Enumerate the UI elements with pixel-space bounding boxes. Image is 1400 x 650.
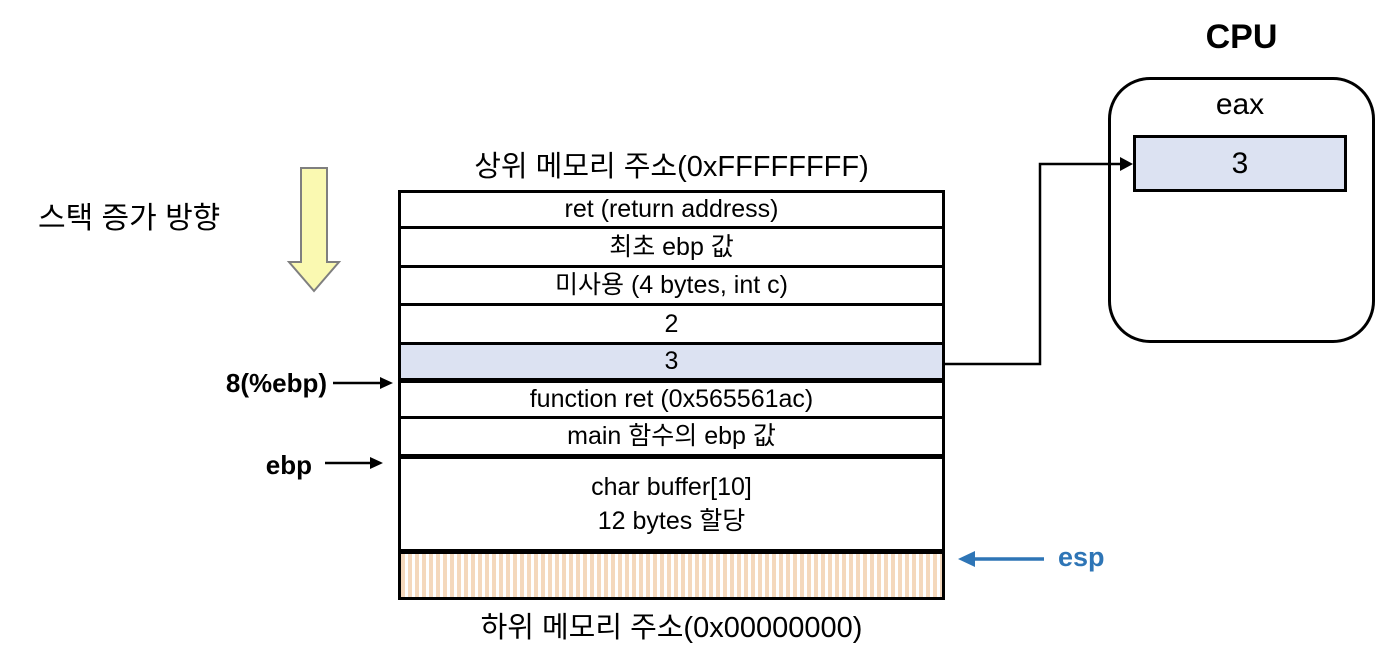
ebp-offset-pointer-arrowhead (380, 377, 393, 389)
stack-row-arg-3-highlighted: 3 (401, 345, 942, 383)
stack-row-buffer: char buffer[10] 12 bytes 할당 (401, 459, 942, 554)
cpu-title: CPU (1205, 18, 1278, 56)
stack-table: ret (return address) 최초 ebp 값 미사용 (4 byt… (398, 190, 945, 600)
stack-row-main-ebp: main 함수의 ebp 값 (401, 419, 942, 459)
buffer-line-2: 12 bytes 할당 (597, 507, 746, 535)
stack-growth-direction-label: 스택 증가 방향 (38, 202, 221, 235)
ebp-offset-label: 8(%ebp) (225, 368, 327, 398)
stack-row-function-ret: function ret (0x565561ac) (401, 383, 942, 419)
buffer-line-1: char buffer[10] (591, 472, 752, 501)
stack-row-ret: ret (return address) (401, 193, 942, 229)
stack-growth-arrow (286, 167, 342, 293)
esp-pointer-arrowhead (958, 551, 975, 567)
connector-line-to-eax (945, 162, 1121, 366)
eax-register-box: 3 (1133, 135, 1347, 192)
stack-row-arg-2: 2 (401, 306, 942, 345)
stack-row-unused: 미사용 (4 bytes, int c) (401, 268, 942, 306)
low-memory-address-label: 하위 메모리 주소(0x00000000) (480, 612, 863, 644)
eax-register-value: 3 (1231, 146, 1249, 180)
esp-label: esp (1058, 542, 1105, 572)
eax-register-label: eax (1215, 88, 1265, 121)
ebp-label: ebp (265, 450, 312, 480)
cpu-box (1108, 77, 1375, 343)
ebp-pointer-arrowhead (370, 457, 383, 469)
stack-row-initial-ebp: 최초 ebp 값 (401, 229, 942, 268)
stack-row-unallocated-hatched (401, 554, 942, 597)
high-memory-address-label: 상위 메모리 주소(0xFFFFFFFF) (474, 151, 869, 183)
